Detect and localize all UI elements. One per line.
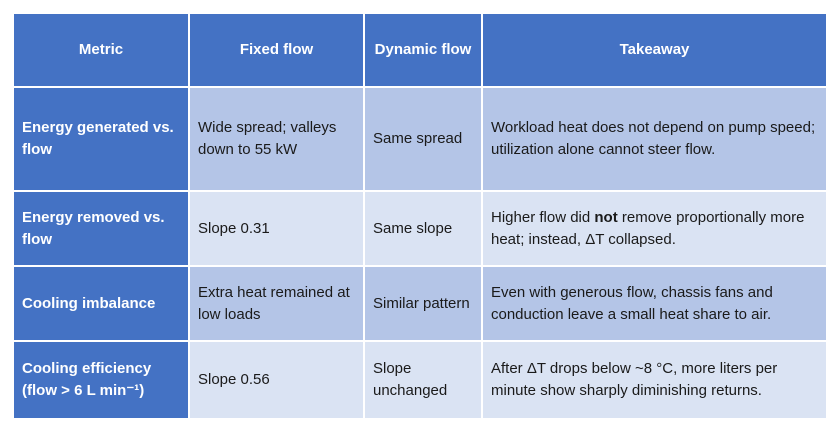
takeaway-cell: Workload heat does not depend on pump sp… xyxy=(481,86,828,192)
fixed-flow-cell: Slope 0.31 xyxy=(188,190,365,267)
metric-cell: Cooling efficiency (flow > 6 L min⁻¹) xyxy=(12,340,190,420)
dynamic-flow-cell: Same slope xyxy=(363,190,483,267)
fixed-flow-cell: Extra heat remained at low loads xyxy=(188,265,365,342)
takeaway-emphasis: not xyxy=(594,208,618,226)
fixed-flow-cell: Slope 0.56 xyxy=(188,340,365,420)
metric-cell: Energy removed vs. flow xyxy=(12,190,190,267)
header-fixed-flow: Fixed flow xyxy=(188,12,365,88)
dynamic-flow-cell: Slope unchanged xyxy=(363,340,483,420)
takeaway-text-after: remove proportionally more heat; instead… xyxy=(491,208,805,248)
table-row: Energy generated vs. flow Wide spread; v… xyxy=(12,86,828,192)
metric-cell: Cooling imbalance xyxy=(12,265,190,342)
takeaway-cell: Higher flow did not remove proportionall… xyxy=(481,190,828,267)
header-takeaway: Takeaway xyxy=(481,12,828,88)
dynamic-flow-cell: Same spread xyxy=(363,86,483,192)
dynamic-flow-cell: Similar pattern xyxy=(363,265,483,342)
table-row: Cooling efficiency (flow > 6 L min⁻¹) Sl… xyxy=(12,340,828,420)
metric-cell: Energy generated vs. flow xyxy=(12,86,190,192)
table-row: Energy removed vs. flow Slope 0.31 Same … xyxy=(12,190,828,267)
table-row: Cooling imbalance Extra heat remained at… xyxy=(12,265,828,342)
takeaway-text-before: Higher flow did xyxy=(491,208,595,226)
fixed-flow-cell: Wide spread; valleys down to 55 kW xyxy=(188,86,365,192)
header-dynamic-flow: Dynamic flow xyxy=(363,12,483,88)
comparison-table: Metric Fixed flow Dynamic flow Takeaway … xyxy=(12,12,828,420)
header-metric: Metric xyxy=(12,12,190,88)
header-row: Metric Fixed flow Dynamic flow Takeaway xyxy=(12,12,828,88)
takeaway-cell: After ΔT drops below ~8 °C, more liters … xyxy=(481,340,828,420)
takeaway-cell: Even with generous flow, chassis fans an… xyxy=(481,265,828,342)
